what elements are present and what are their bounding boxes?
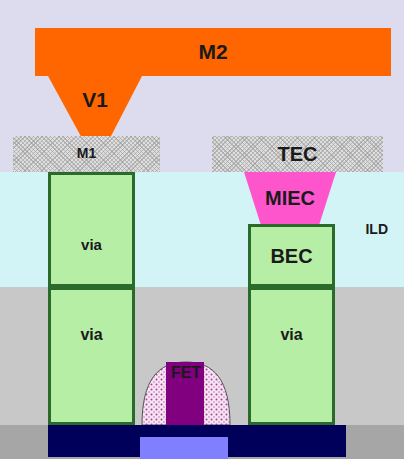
substrate [0, 425, 404, 459]
layer-label: via [80, 326, 102, 344]
lower-dielectric [0, 287, 404, 425]
channel-region [140, 437, 228, 459]
miec-layer: MIEC [244, 172, 336, 224]
layer-label: TEC [278, 143, 318, 165]
ild-band [0, 172, 404, 287]
via-trapezoid: V1 [48, 76, 142, 138]
bottom-electrode: BEC [248, 224, 335, 287]
layer-label: V1 [82, 88, 108, 111]
layer-label: FET [171, 364, 201, 382]
layer-label: via [280, 326, 302, 344]
layer-label: MIEC [265, 187, 315, 209]
via-plug: via [48, 172, 135, 287]
top-electrode: TEC [212, 136, 383, 172]
fet-gate: FET [140, 358, 232, 425]
layer-label: via [81, 237, 102, 254]
layer-label: M1 [77, 146, 96, 161]
layer-label: BEC [270, 245, 312, 267]
via-plug: via [48, 287, 135, 425]
via-plug: via [248, 287, 335, 425]
layer-label: M2 [198, 40, 227, 63]
layer-label: ILD [365, 222, 388, 237]
metal-layer: M1 [13, 136, 160, 172]
metal-layer: M2 [35, 28, 391, 76]
